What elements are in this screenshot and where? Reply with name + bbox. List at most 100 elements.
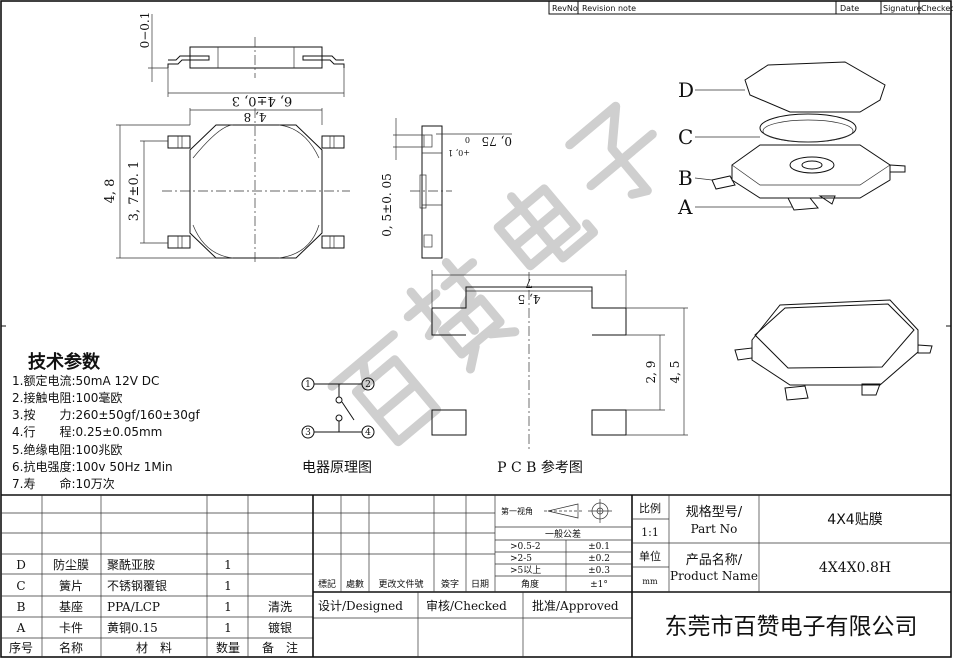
designed-label: 设计/Designed bbox=[318, 599, 403, 613]
change-log-header: 標記 處數 更改文件號 簽字 日期 bbox=[318, 578, 489, 590]
bom-no: A bbox=[16, 621, 26, 635]
bom-qty: 1 bbox=[224, 579, 232, 593]
bom-header-qty: 数量 bbox=[216, 640, 240, 655]
revision-header: RevNo Revision note Date Signature Check… bbox=[548, 0, 953, 15]
dim-lead-length-tol-lower: 0 bbox=[465, 135, 470, 144]
tolerance-value: ±1° bbox=[590, 580, 608, 590]
part-no-label: 规格型号/ bbox=[686, 504, 743, 520]
pin-label: 3 bbox=[305, 428, 311, 438]
side-view: 6, 4±0, 3 0−0.1 bbox=[138, 12, 345, 108]
tolerance-range: >2-5 bbox=[510, 554, 532, 564]
approvals: 设计/Designed 审核/Checked 批准/Approved bbox=[318, 598, 619, 613]
tolerance-title: 一般公差 bbox=[545, 528, 581, 540]
dim-pcb-pad-gap: 2, 9 bbox=[644, 361, 658, 384]
signature-header: Signature bbox=[883, 4, 922, 13]
revision-note-header: Revision note bbox=[582, 4, 636, 13]
label-b: B bbox=[678, 166, 693, 190]
front-view: 4, 8 4, 8 3, 7±0. 1 bbox=[103, 108, 350, 265]
first-angle-projection-icon bbox=[544, 499, 612, 523]
pin-3-icon bbox=[301, 425, 315, 439]
bom-row: A 卡件 黄铜0.15 1 镀银 bbox=[16, 620, 292, 635]
dim-body-width: 4, 8 bbox=[244, 110, 267, 124]
watermark bbox=[327, 101, 657, 447]
bom-qty: 1 bbox=[224, 600, 232, 614]
approved-label: 批准/Approved bbox=[532, 598, 619, 613]
dim-pcb-total: 7 bbox=[525, 276, 533, 290]
spec-item: 5.绝缘电阻:100兆欧 bbox=[12, 442, 122, 457]
spec-item: 3.按 力:260±50gf/160±30gf bbox=[12, 408, 200, 422]
bom-qty: 1 bbox=[224, 558, 232, 572]
change-count-label: 處數 bbox=[346, 578, 364, 590]
scale-label: 比例 bbox=[639, 501, 661, 515]
unit-label: 单位 bbox=[639, 549, 661, 563]
pin-1-icon bbox=[301, 377, 315, 391]
checked-label: 审核/Checked bbox=[426, 598, 507, 613]
bom-note: 清洗 bbox=[268, 600, 292, 614]
title-block: 比例 1:1 单位 mm 规格型号/ Part No 4X4贴膜 产品名称/ P… bbox=[639, 501, 918, 640]
spec-item: 1.额定电流:50mA 12V DC bbox=[12, 373, 159, 388]
tolerance-value: ±0.2 bbox=[588, 554, 610, 564]
bom-row: B 基座 PPA/LCP 1 清洗 bbox=[17, 599, 292, 614]
change-doc-label: 更改文件號 bbox=[378, 578, 423, 590]
bom-name: 基座 bbox=[59, 599, 83, 614]
product-name-label-en: Product Name bbox=[670, 569, 758, 583]
bom-header: 序号 名称 材 料 数量 备 注 bbox=[9, 640, 298, 655]
rev-no-header: RevNo bbox=[552, 4, 578, 13]
unit-value: mm bbox=[642, 577, 658, 586]
tolerance-range: 角度 bbox=[521, 578, 539, 590]
dim-pcb-inner: 4, 5 bbox=[518, 292, 541, 306]
pin-2-icon bbox=[361, 377, 375, 391]
end-view: 0, 5±0. 05 0, 75 0 +0, 1 bbox=[380, 118, 512, 259]
spec-item: 7.寿 命:10万次 bbox=[12, 476, 115, 491]
dim-side-gap: 0−0.1 bbox=[138, 12, 152, 49]
tolerance-range: >0.5-2 bbox=[510, 542, 541, 552]
bom-no: C bbox=[16, 579, 25, 593]
exploded-view: D C B A bbox=[677, 61, 906, 219]
bom-row: C 簧片 不锈钢覆银 1 bbox=[16, 578, 231, 593]
tolerance-range: >5以上 bbox=[510, 565, 541, 576]
bom-no: B bbox=[17, 600, 26, 614]
watermark-char-bai bbox=[327, 330, 442, 447]
dim-lead-length-tol-upper: +0, 1 bbox=[448, 148, 470, 157]
bom-name: 防尘膜 bbox=[53, 557, 89, 572]
pin-label: 1 bbox=[305, 380, 311, 390]
watermark-char-zi bbox=[565, 101, 657, 199]
watermark-char-dian bbox=[493, 184, 599, 271]
projection-label: 第一视角 bbox=[501, 506, 533, 516]
bom-material: PPA/LCP bbox=[107, 600, 160, 614]
bom-header-no: 序号 bbox=[9, 640, 33, 655]
bom-no: D bbox=[16, 558, 26, 572]
checked-header: Checked bbox=[921, 4, 953, 13]
change-mark-label: 標記 bbox=[318, 578, 336, 590]
specs-title: 技术参数 bbox=[28, 351, 101, 373]
tech-specs: 技术参数 1.额定电流:50mA 12V DC 2.接触电阻:100毫欧 3.按… bbox=[12, 351, 200, 491]
pcb-caption: P C B 参考图 bbox=[497, 459, 583, 476]
bill-of-materials: D 防尘膜 聚酰亚胺 1 C 簧片 不锈钢覆银 1 B 基座 PPA/LCP 1… bbox=[9, 557, 298, 655]
label-a: A bbox=[677, 195, 693, 219]
bom-material: 黄铜0.15 bbox=[107, 620, 158, 635]
bom-header-name: 名称 bbox=[59, 640, 83, 655]
dim-lead-pitch: 3, 7±0. 1 bbox=[127, 161, 142, 222]
product-name-label: 产品名称/ bbox=[686, 552, 743, 568]
pin-4-icon bbox=[361, 425, 375, 439]
date-header: Date bbox=[840, 4, 859, 13]
bom-material: 聚酰亚胺 bbox=[107, 558, 155, 572]
tolerance-value: ±0.3 bbox=[588, 566, 610, 576]
bom-header-material: 材 料 bbox=[136, 641, 172, 655]
bom-qty: 1 bbox=[224, 621, 232, 635]
dim-pcb-height: 4, 5 bbox=[668, 361, 682, 384]
tolerance-value: ±0.1 bbox=[588, 542, 610, 552]
schematic-caption: 电器原理图 bbox=[302, 460, 372, 476]
label-d: D bbox=[678, 78, 694, 102]
spec-item: 2.接触电阻:100毫欧 bbox=[12, 390, 122, 405]
spec-item: 6.抗电强度:100v 50Hz 1Min bbox=[12, 459, 173, 474]
pin-label: 2 bbox=[365, 380, 371, 390]
schematic: 1 2 3 4 电器原理图 bbox=[301, 377, 375, 476]
product-name-value: 4X4X0.8H bbox=[819, 560, 891, 576]
change-sign-label: 簽字 bbox=[441, 578, 459, 590]
title-block-grid bbox=[1, 494, 951, 657]
part-no-label-en: Part No bbox=[691, 522, 738, 536]
company-name: 东莞市百赞电子有限公司 bbox=[665, 614, 918, 640]
